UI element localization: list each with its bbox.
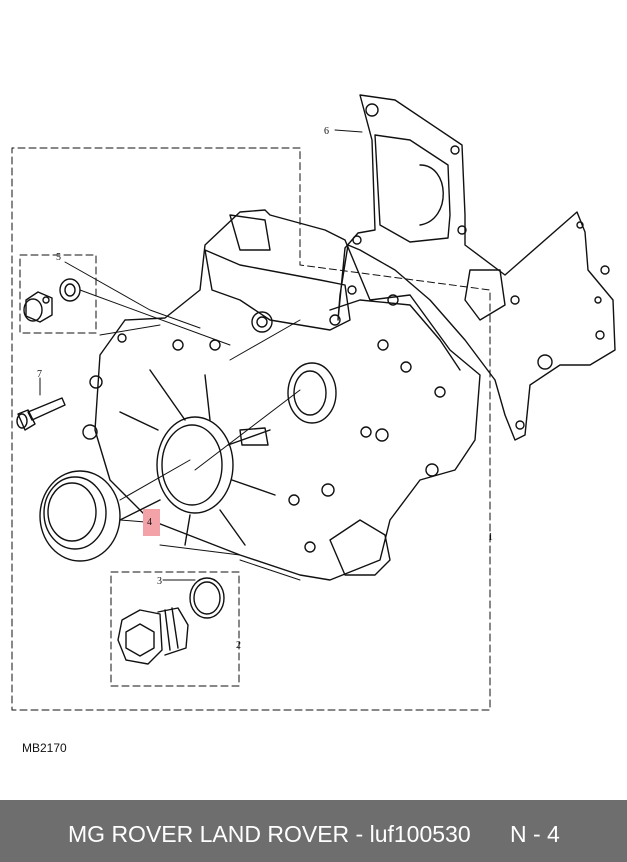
callout-7: 7	[37, 369, 42, 380]
callout-3: 3	[157, 576, 162, 587]
callout-5: 5	[56, 252, 61, 263]
footer-title: MG ROVER LAND ROVER - luf100530	[68, 821, 471, 847]
leader-lines	[39, 129, 363, 581]
footer-bar: MG ROVER LAND ROVER - luf100530 N - 4	[0, 800, 627, 862]
timing-cover	[82, 209, 481, 581]
callout-highlight-4	[143, 509, 160, 536]
callout-4: 4	[147, 517, 152, 528]
drain-plug-2	[117, 607, 189, 665]
plug-5	[23, 278, 81, 323]
footer-page: N - 4	[510, 821, 560, 847]
callout-2: 2	[236, 640, 241, 651]
detail-box-5	[19, 254, 97, 334]
bolt-7	[16, 397, 66, 431]
assembly-boundary	[11, 147, 491, 711]
drawing-code: MB2170	[22, 741, 67, 755]
oil-seal-4	[39, 470, 121, 562]
callout-6: 6	[324, 126, 329, 137]
parts-diagram: 1 2 3 4 5 6 7	[11, 94, 616, 711]
callout-1: 1	[488, 532, 493, 543]
o-ring-3	[189, 577, 225, 619]
gasket-6	[337, 94, 616, 441]
